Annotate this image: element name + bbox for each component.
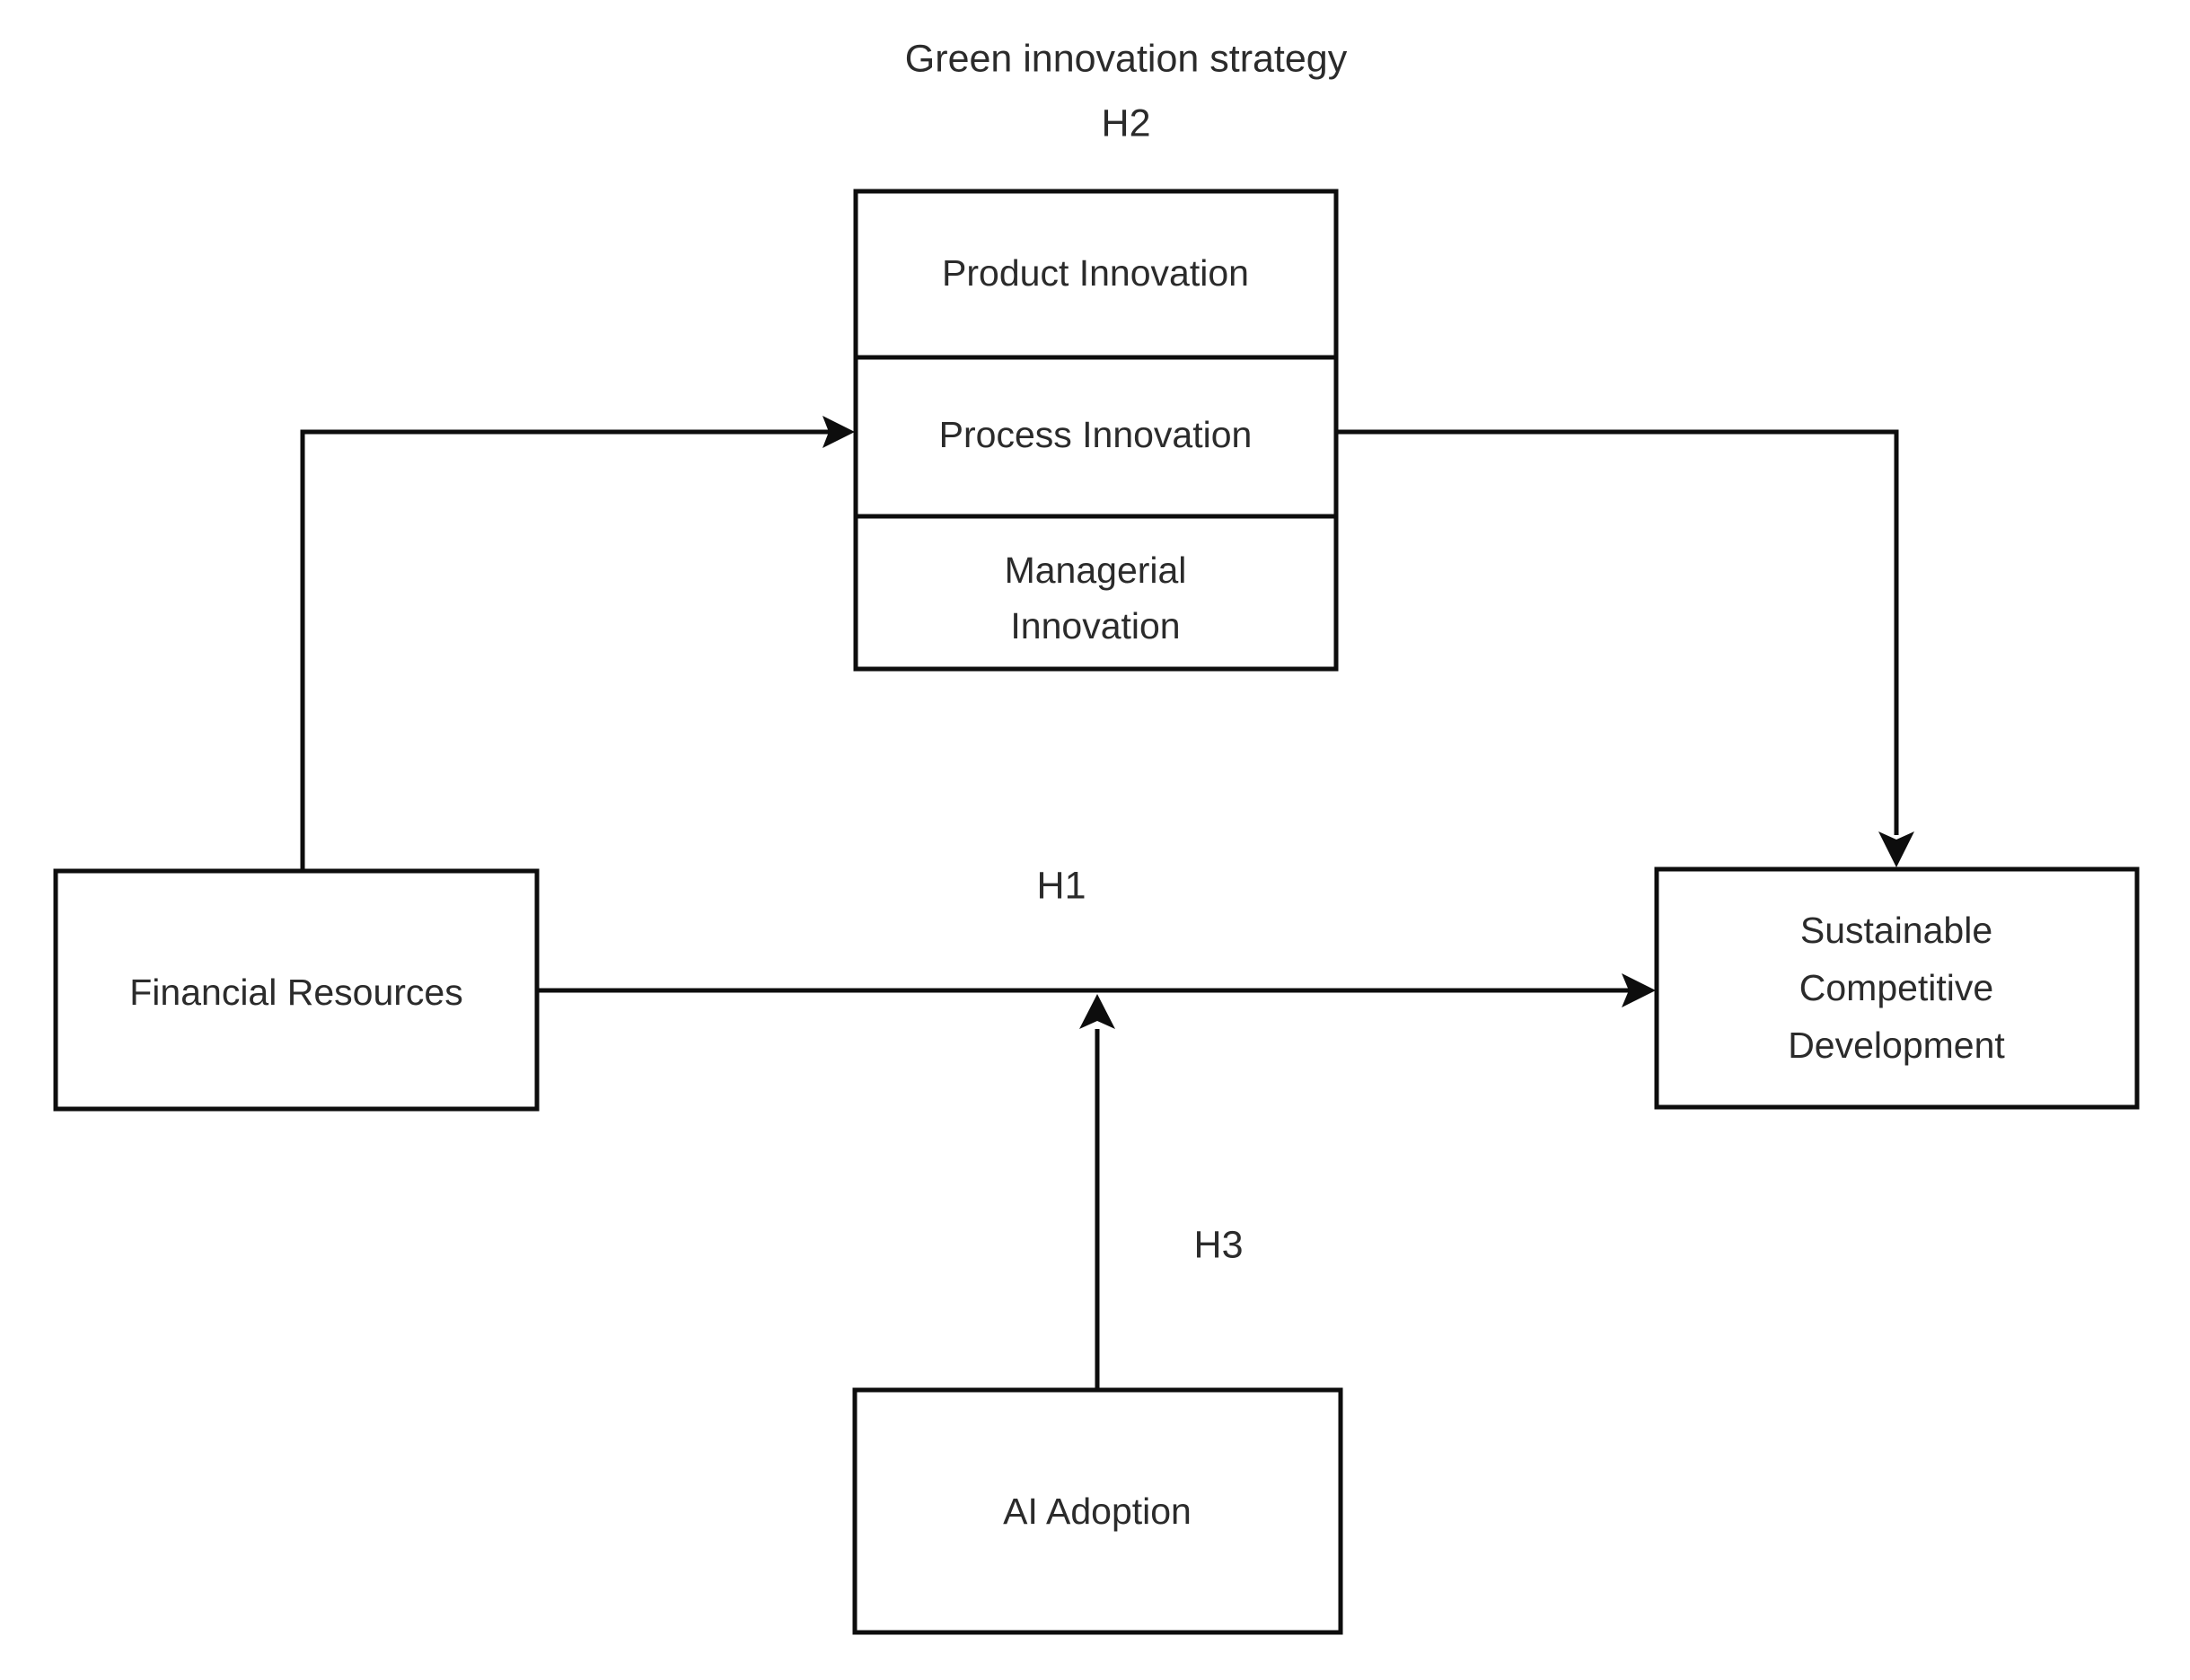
- node-ai-adoption[interactable]: AI Adoption: [852, 1387, 1343, 1635]
- node-managerial-innovation-label-line2: Innovation: [1010, 605, 1180, 646]
- node-financial-resources-label: Financial Resources: [129, 972, 462, 1013]
- edge-process-innovation-to-sustainable: [1336, 429, 1899, 835]
- node-sustainable-label-line1: Sustainable: [1800, 910, 1992, 951]
- node-sustainable-label-line3: Development: [1788, 1025, 2005, 1066]
- node-managerial-innovation-label-line1: Managerial: [1005, 550, 1187, 591]
- arrowhead-into-sustainable-top: [1878, 831, 1914, 867]
- green-innovation-strategy-group[interactable]: Product Innovation Process Innovation Ma…: [853, 189, 1339, 672]
- green-innovation-strategy-title: Green innovation strategy: [905, 37, 1348, 80]
- node-financial-resources[interactable]: Financial Resources: [53, 868, 540, 1112]
- node-ai-adoption-label: AI Adoption: [1003, 1491, 1192, 1532]
- h2-label-top: H2: [1102, 101, 1151, 145]
- hypothesis-label-h3: H3: [1194, 1223, 1244, 1266]
- node-product-innovation-label: Product Innovation: [942, 252, 1249, 294]
- financial-resources-outline: [53, 868, 540, 1112]
- innovation-group-outline: [853, 189, 1339, 672]
- node-sustainable-label-line2: Competitive: [1799, 967, 1993, 1008]
- arrowhead-into-sustainable-left: [1622, 973, 1656, 1007]
- sustainable-competitive-development-outline: [1654, 866, 2140, 1110]
- hypothesis-label-h1: H1: [1037, 864, 1086, 907]
- ai-adoption-outline: [852, 1387, 1343, 1635]
- edge-financial-to-process-innovation: [300, 429, 848, 871]
- node-process-innovation-label: Process Innovation: [939, 414, 1253, 455]
- arrowhead-into-h1-path: [1079, 994, 1115, 1029]
- node-sustainable-competitive-development[interactable]: Sustainable Competitive Development: [1654, 866, 2140, 1110]
- arrowhead-into-process-innovation: [822, 416, 855, 448]
